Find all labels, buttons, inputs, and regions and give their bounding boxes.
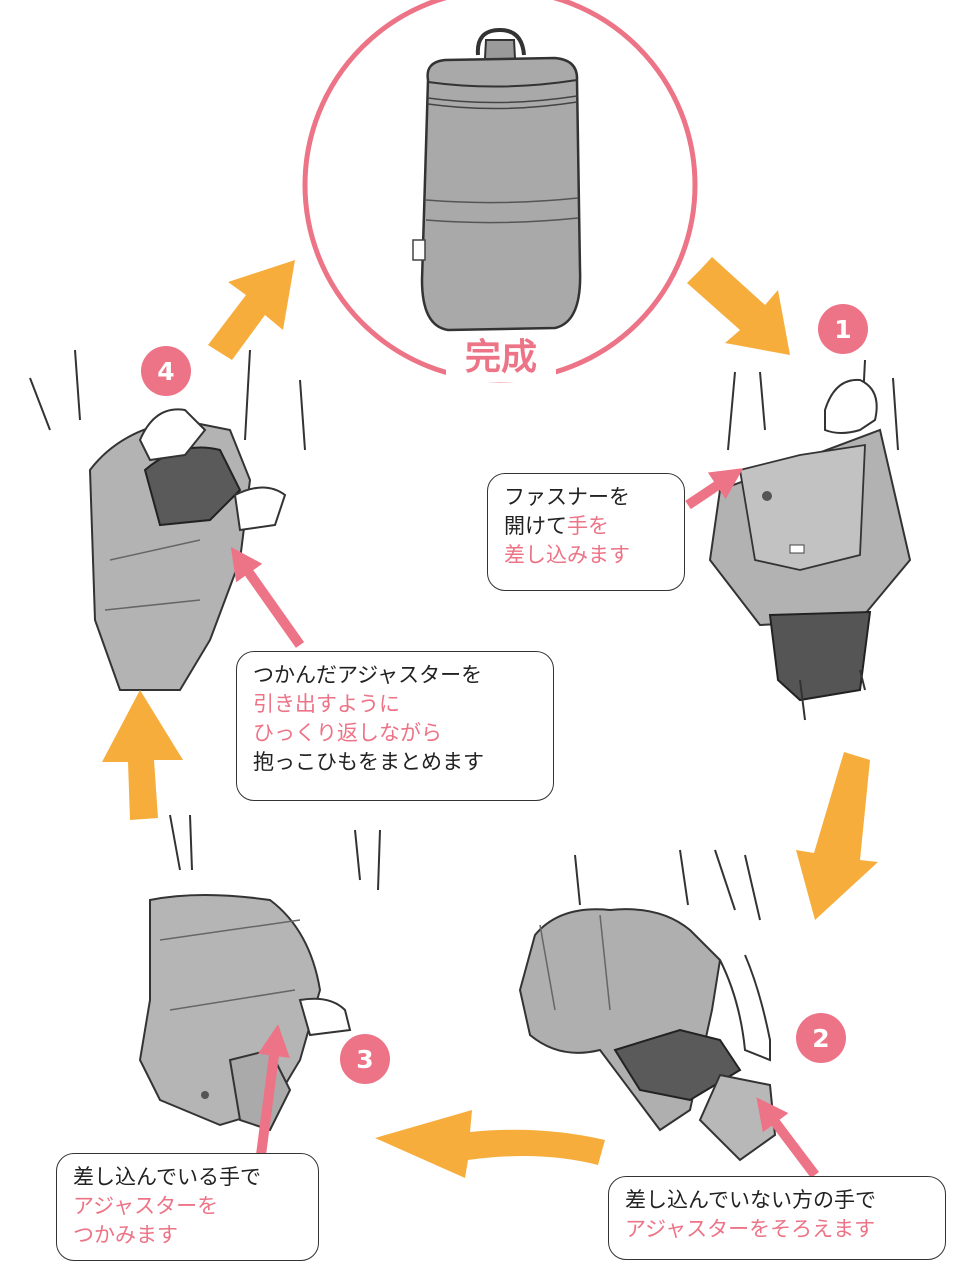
flow-arrows <box>102 257 878 1178</box>
step-1-line-2: 開けて手を <box>504 512 668 541</box>
pointer-arrow-step1 <box>685 468 744 510</box>
step-3-badge: 3 <box>340 1034 390 1084</box>
step-1-badge: 1 <box>818 304 868 354</box>
step1-illustration <box>708 359 912 721</box>
step-2-line-1: 差し込んでいない方の手で <box>625 1188 876 1212</box>
pointer-arrows <box>230 468 819 1179</box>
finish-label: 完成 <box>446 334 556 382</box>
step-1-caption: ファスナーを 開けて手を 差し込みます <box>487 473 685 591</box>
step-3-caption: 差し込んでいる手で アジャスターを つかみます <box>56 1153 319 1261</box>
step-4-line-1: つかんだアジャスターを <box>253 663 483 687</box>
finished-bag-illustration <box>302 0 698 383</box>
step-2-caption: 差し込んでいない方の手で アジャスターをそろえます <box>608 1176 946 1260</box>
flow-arrow-to-finish <box>208 260 295 360</box>
pointer-arrow-step3 <box>256 1024 290 1156</box>
step-1-line-1: ファスナーを <box>504 485 630 509</box>
step-4-badge: 4 <box>141 346 191 396</box>
flow-arrow-to-step4 <box>102 690 183 820</box>
step-4-line-2: 引き出すように <box>253 692 400 716</box>
step-1-line-2-accent: 手を <box>567 514 609 538</box>
flow-arrow-to-step3 <box>375 1110 605 1178</box>
flow-arrow-to-step1 <box>687 257 790 355</box>
step-4-line-3: ひっくり返しながら <box>253 721 442 745</box>
step4-illustration <box>29 349 306 691</box>
step2-illustration <box>518 849 777 1162</box>
step-1-line-2-text: 開けて <box>504 514 567 538</box>
pointer-arrow-step2 <box>756 1097 819 1179</box>
step-3-line-3: つかみます <box>73 1223 178 1247</box>
step3-illustration <box>138 814 381 1132</box>
flow-arrow-to-step2 <box>796 752 878 920</box>
step-3-line-1: 差し込んでいる手で <box>73 1165 261 1189</box>
step-2-badge: 2 <box>796 1013 846 1063</box>
step-4-line-4: 抱っこひもをまとめます <box>253 750 484 774</box>
pointer-arrow-step4 <box>230 546 305 648</box>
step-4-caption: つかんだアジャスターを 引き出すように ひっくり返しながら 抱っこひもをまとめま… <box>236 651 554 801</box>
step-2-line-2: アジャスターをそろえます <box>625 1217 876 1241</box>
step-3-line-2: アジャスターを <box>73 1194 219 1218</box>
step-1-line-3: 差し込みます <box>504 543 630 567</box>
